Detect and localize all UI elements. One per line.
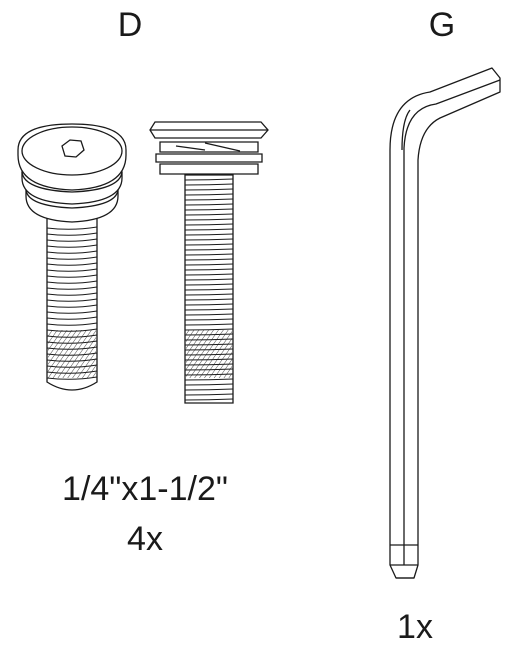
thread-line — [185, 269, 233, 270]
thread-line — [47, 275, 97, 277]
thread-line — [185, 279, 233, 280]
thread-line — [47, 263, 97, 265]
thread-line — [185, 294, 233, 295]
hex-key-icon — [390, 68, 500, 578]
thread-line — [47, 233, 97, 235]
part-d-quantity: 4x — [127, 520, 163, 558]
part-g-letter: G — [428, 6, 456, 44]
thread-line — [185, 259, 233, 260]
thread-line — [185, 304, 233, 305]
thread-line — [185, 209, 233, 210]
bolt-left-head — [18, 124, 126, 190]
part-d-size-label: 1/4"x1-1/2" — [62, 470, 228, 508]
thread-line — [185, 184, 233, 185]
part-g-quantity: 1x — [397, 608, 433, 646]
bolt-middle-shank — [185, 175, 233, 403]
thread-line — [47, 251, 97, 253]
part-d-letter: D — [117, 6, 143, 44]
thread-line — [185, 194, 233, 195]
thread-line — [185, 379, 233, 380]
thread-line — [185, 314, 233, 315]
thread-line — [47, 317, 97, 319]
thread-line — [47, 287, 97, 289]
thread-line — [185, 249, 233, 250]
thread-line — [185, 244, 233, 245]
thread-line — [185, 274, 233, 275]
thread-line — [185, 299, 233, 300]
thread-line — [47, 239, 97, 241]
thread-line — [185, 384, 233, 385]
thread-line — [185, 319, 233, 320]
thread-line — [47, 323, 97, 325]
thread-line — [47, 299, 97, 301]
thread-line — [185, 329, 233, 330]
thread-line — [185, 289, 233, 290]
thread-line — [47, 281, 97, 283]
thread-line — [47, 293, 97, 295]
thread-line — [47, 311, 97, 313]
thread-line — [185, 394, 233, 395]
thread-line — [185, 189, 233, 190]
thread-line — [185, 179, 233, 180]
thread-line — [185, 199, 233, 200]
thread-line — [185, 214, 233, 215]
bolt-middle-head — [150, 122, 268, 138]
thread-line — [47, 305, 97, 307]
thread-line — [185, 219, 233, 220]
thread-line — [185, 234, 233, 235]
thread-line — [47, 227, 97, 229]
thread-line — [185, 309, 233, 310]
thread-line — [185, 264, 233, 265]
thread-line — [185, 389, 233, 390]
thread-line — [185, 399, 233, 400]
machine-bolt-icon — [150, 122, 268, 403]
socket-head-bolt-icon — [18, 124, 126, 390]
thread-line — [185, 239, 233, 240]
thread-line — [185, 224, 233, 225]
thread-line — [47, 245, 97, 247]
thread-line — [47, 269, 97, 271]
bolt-middle-lock-washer — [156, 142, 262, 174]
thread-line — [185, 284, 233, 285]
bolt-left-shank — [47, 214, 97, 390]
thread-line — [47, 257, 97, 259]
thread-line — [185, 254, 233, 255]
thread-line — [185, 229, 233, 230]
thread-line — [185, 324, 233, 325]
thread-line — [185, 204, 233, 205]
